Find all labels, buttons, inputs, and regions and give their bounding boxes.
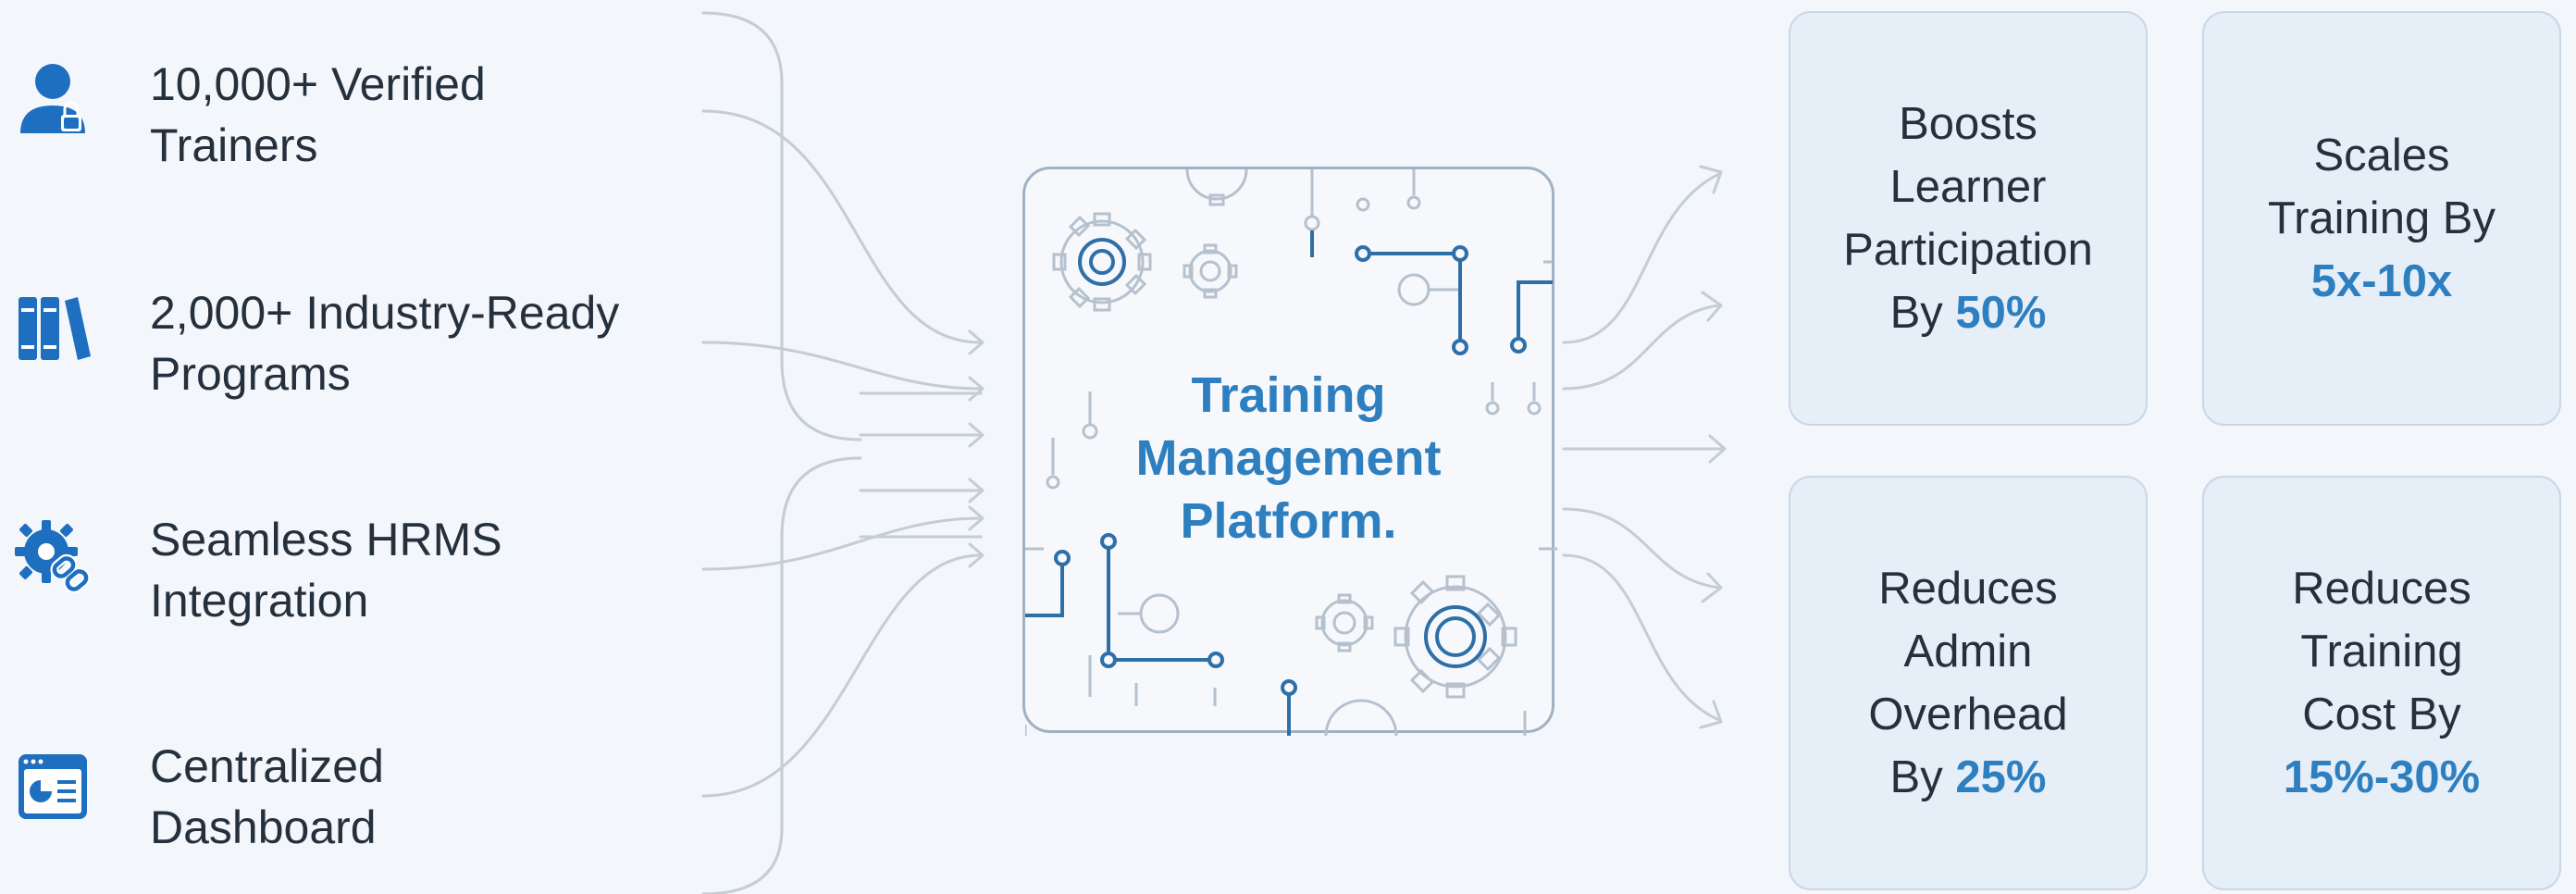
curve-trainers: [701, 109, 983, 344]
outcome-card-cost: Reduces Training Cost By 15%-30%: [2202, 476, 2561, 890]
curve-hrms: [701, 516, 983, 571]
outcome-last-line: By 50%: [1843, 281, 2093, 344]
outcome-line: Learner: [1889, 162, 2047, 212]
outcome-line: Scales: [2313, 130, 2450, 180]
feature-text: 10,000+ Verified Trainers: [150, 54, 486, 176]
feature-programs: 2,000+ Industry-Ready Programs: [0, 282, 740, 421]
gear-icon: [1052, 212, 1152, 312]
feature-line: Dashboard: [150, 801, 377, 853]
curve-programs: [701, 341, 983, 391]
platform-title-line: Platform.: [1180, 493, 1397, 549]
books-icon: [19, 297, 91, 360]
outcome-text: Reduces Training Cost By 15%-30%: [2284, 557, 2480, 809]
outcome-line: Reduces: [2292, 564, 2471, 614]
feature-hrms: Seamless HRMS Integration: [0, 509, 740, 648]
outcome-card-admin: Reduces Admin Overhead By 25%: [1789, 476, 2148, 890]
feature-dashboard: Centralized Dashboard: [0, 736, 740, 875]
brace-bottom: [701, 456, 862, 894]
out-bottom: [1562, 553, 1721, 722]
platform-title: Training Management Platform.: [1025, 364, 1552, 553]
outcome-highlight: 50%: [1955, 288, 2047, 338]
outcome-text: Scales Training By 5x-10x: [2268, 124, 2496, 313]
feature-text: Centralized Dashboard: [150, 736, 384, 858]
feature-text: 2,000+ Industry-Ready Programs: [150, 282, 619, 404]
gear-small-icon: [1183, 243, 1238, 299]
outcome-prefix: By: [1889, 752, 1956, 802]
outcome-prefix: By: [1889, 288, 1956, 338]
gear-top-icon: [1185, 169, 1248, 206]
curve-dashboard: [701, 553, 983, 798]
outcome-highlight: 15%-30%: [2283, 752, 2481, 802]
outcome-line: Participation: [1843, 225, 2093, 275]
outcome-line: Admin: [1903, 627, 2033, 677]
feature-line: Integration: [150, 575, 369, 627]
feature-line: Trainers: [150, 119, 318, 171]
outcome-last-line: By 25%: [1868, 746, 2067, 809]
outcome-highlight: 25%: [1955, 752, 2047, 802]
gear-link-icon: [15, 520, 91, 594]
outcome-card-scale: Scales Training By 5x-10x: [2202, 11, 2561, 426]
outcome-line: Overhead: [1868, 689, 2068, 739]
outcome-text: Boosts Learner Participation By 50%: [1843, 93, 2093, 344]
platform-title-line: Training: [1191, 367, 1386, 423]
outcome-line: Training: [2300, 627, 2463, 677]
feature-line: 10,000+ Verified: [150, 58, 486, 110]
out-top: [1562, 172, 1721, 344]
outcome-card-participation: Boosts Learner Participation By 50%: [1789, 11, 2148, 426]
out-upper: [1562, 304, 1721, 391]
outcome-line: Reduces: [1878, 564, 2058, 614]
gear-bottom-arc: [1324, 699, 1398, 736]
feature-line: 2,000+ Industry-Ready: [150, 287, 620, 339]
feature-text: Seamless HRMS Integration: [150, 509, 502, 631]
outcome-text: Reduces Admin Overhead By 25%: [1868, 557, 2067, 809]
platform-box: Training Management Platform.: [1022, 167, 1557, 736]
gear-bottom-small-icon: [1315, 593, 1374, 652]
outcome-line: Boosts: [1899, 99, 2037, 149]
feature-trainers: 10,000+ Verified Trainers: [0, 54, 740, 192]
user-verified-icon: [20, 64, 85, 133]
feature-line: Seamless HRMS: [150, 514, 502, 565]
brace-top: [701, 11, 862, 441]
dashboard-icon: [19, 754, 87, 819]
out-lower: [1562, 507, 1721, 590]
gear-large-icon: [1393, 575, 1517, 699]
outcome-line: Training By: [2267, 193, 2496, 243]
circuit-decoration: [1025, 169, 1557, 736]
feature-line: Programs: [150, 348, 351, 400]
outcome-line: Cost By: [2302, 689, 2461, 739]
feature-line: Centralized: [150, 740, 384, 792]
platform-title-line: Management: [1135, 430, 1442, 486]
outcome-highlight: 5x-10x: [2310, 256, 2453, 306]
